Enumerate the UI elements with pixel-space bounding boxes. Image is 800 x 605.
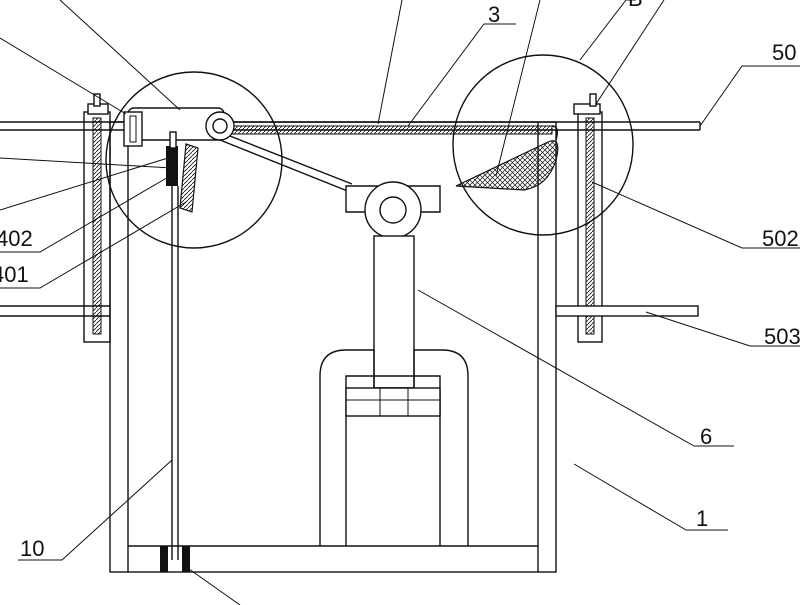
label-50: 50 xyxy=(772,40,796,65)
label-6: 6 xyxy=(700,424,712,449)
label-402: 402 xyxy=(0,226,33,251)
label-503: 503 xyxy=(764,324,800,349)
gripper xyxy=(166,131,199,560)
main-housing xyxy=(109,121,557,573)
bottom-bearing xyxy=(160,546,190,572)
part-labels: 3 B 50 402 401 502 503 6 1 10 xyxy=(0,0,800,561)
label-502: 502 xyxy=(762,226,799,251)
label-10: 10 xyxy=(20,536,44,561)
left-guide-rail xyxy=(0,93,111,343)
mesh-section xyxy=(455,140,559,191)
label-1: 1 xyxy=(696,506,708,531)
central-column xyxy=(345,181,441,389)
right-guide-rail xyxy=(555,93,699,343)
label-3: 3 xyxy=(488,2,500,27)
detail-circles xyxy=(105,54,634,249)
pivot-arm xyxy=(123,107,353,193)
label-401: 401 xyxy=(0,262,29,287)
base-bracket xyxy=(319,349,469,546)
label-B: B xyxy=(628,0,643,11)
